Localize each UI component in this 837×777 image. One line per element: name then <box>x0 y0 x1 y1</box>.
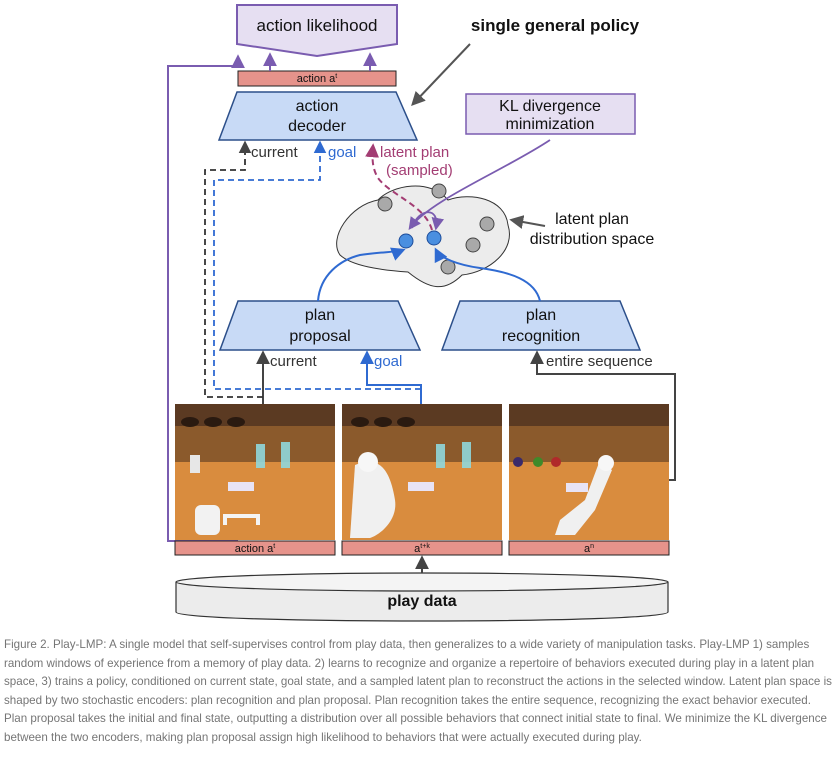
policy-pointer-arrow <box>411 43 471 107</box>
recognition-to-latent-arrow <box>434 247 541 302</box>
plan-recognition-label-2: recognition <box>502 328 580 345</box>
latent-space-label-2: distribution space <box>530 231 655 248</box>
plan-proposal-label-1: plan <box>305 307 335 324</box>
plan-proposal-box: plan proposal <box>218 300 422 351</box>
latent-plan-label-1: latent plan <box>380 144 449 161</box>
goal-label-bottom: goal <box>374 353 402 370</box>
frame-action-bar-2: at+k <box>341 540 503 556</box>
frame-action-bar-1: action at <box>174 540 336 556</box>
frame-sup-2: t+k <box>420 543 430 550</box>
svg-text:at+k: at+k <box>414 543 430 555</box>
plan-dot-blue <box>398 233 414 249</box>
latent-plan-sampled-arrow <box>365 143 433 231</box>
kl-arrow-loop <box>411 211 444 231</box>
svg-text:an: an <box>584 543 594 555</box>
action-decoder-box: action decoder <box>217 91 419 141</box>
plan-dot-grey <box>479 216 495 232</box>
plan-recognition-label-1: plan <box>526 307 556 324</box>
plan-proposal-label-2: proposal <box>289 328 350 345</box>
play-frame-1 <box>175 404 335 540</box>
plan-dot-blue <box>426 230 442 246</box>
frame-sup-3: n <box>590 543 594 550</box>
play-frame-2 <box>342 404 502 540</box>
plan-dot-grey <box>465 237 481 253</box>
latent-plan-label-2: (sampled) <box>386 162 453 179</box>
entire-sequence-arrow <box>530 350 676 481</box>
kl-label-2: minimization <box>506 116 595 133</box>
figure-caption: Figure 2. Play-LMP: A single model that … <box>4 638 832 744</box>
play-frame-3 <box>509 404 669 540</box>
goal-label-top: goal <box>328 144 356 161</box>
current-label-top: current <box>251 144 299 161</box>
frame-label-2: a <box>414 543 421 555</box>
svg-text:action at: action at <box>297 73 338 85</box>
frame-label-1: action a <box>235 543 274 555</box>
goal-dashed-to-decoder <box>213 140 421 390</box>
action-at-top-label: action a <box>297 73 336 85</box>
current-dashed-to-decoder <box>204 140 263 398</box>
action-likelihood-label: action likelihood <box>257 16 378 35</box>
action-decoder-label-2: decoder <box>288 118 346 135</box>
action-at-top-sup: t <box>335 73 337 80</box>
frame-label-3: a <box>584 543 591 555</box>
play-lmp-diagram: action likelihood single general policy … <box>167 4 676 622</box>
action-likelihood-box: action likelihood <box>236 4 398 58</box>
latent-space-pointer-arrow <box>509 215 546 229</box>
current-label-bottom: current <box>270 353 318 370</box>
frame-sup-1: t <box>273 543 275 550</box>
plan-recognition-box: plan recognition <box>440 300 642 351</box>
goal-arrow-bottom <box>360 350 422 404</box>
proposal-to-latent-arrow <box>317 247 406 302</box>
kl-divergence-box: KL divergence minimization <box>465 93 636 135</box>
action-at-top-bar: action at <box>237 70 397 87</box>
plan-dot-grey <box>431 183 447 199</box>
single-general-policy-label: single general policy <box>471 16 640 35</box>
plan-dot-grey <box>377 196 393 212</box>
action-decoder-label-1: action <box>296 98 339 115</box>
play-data-cylinder: play data <box>175 572 669 622</box>
entire-sequence-label: entire sequence <box>546 353 653 370</box>
kl-label-1: KL divergence <box>499 98 601 115</box>
kl-arrow-out <box>408 139 551 231</box>
play-data-label: play data <box>387 593 456 610</box>
svg-text:action at: action at <box>235 543 276 555</box>
latent-space-label-1: latent plan <box>555 211 629 228</box>
latent-plan-space-cloud <box>336 183 510 288</box>
frame-action-bar-3: an <box>508 540 670 556</box>
